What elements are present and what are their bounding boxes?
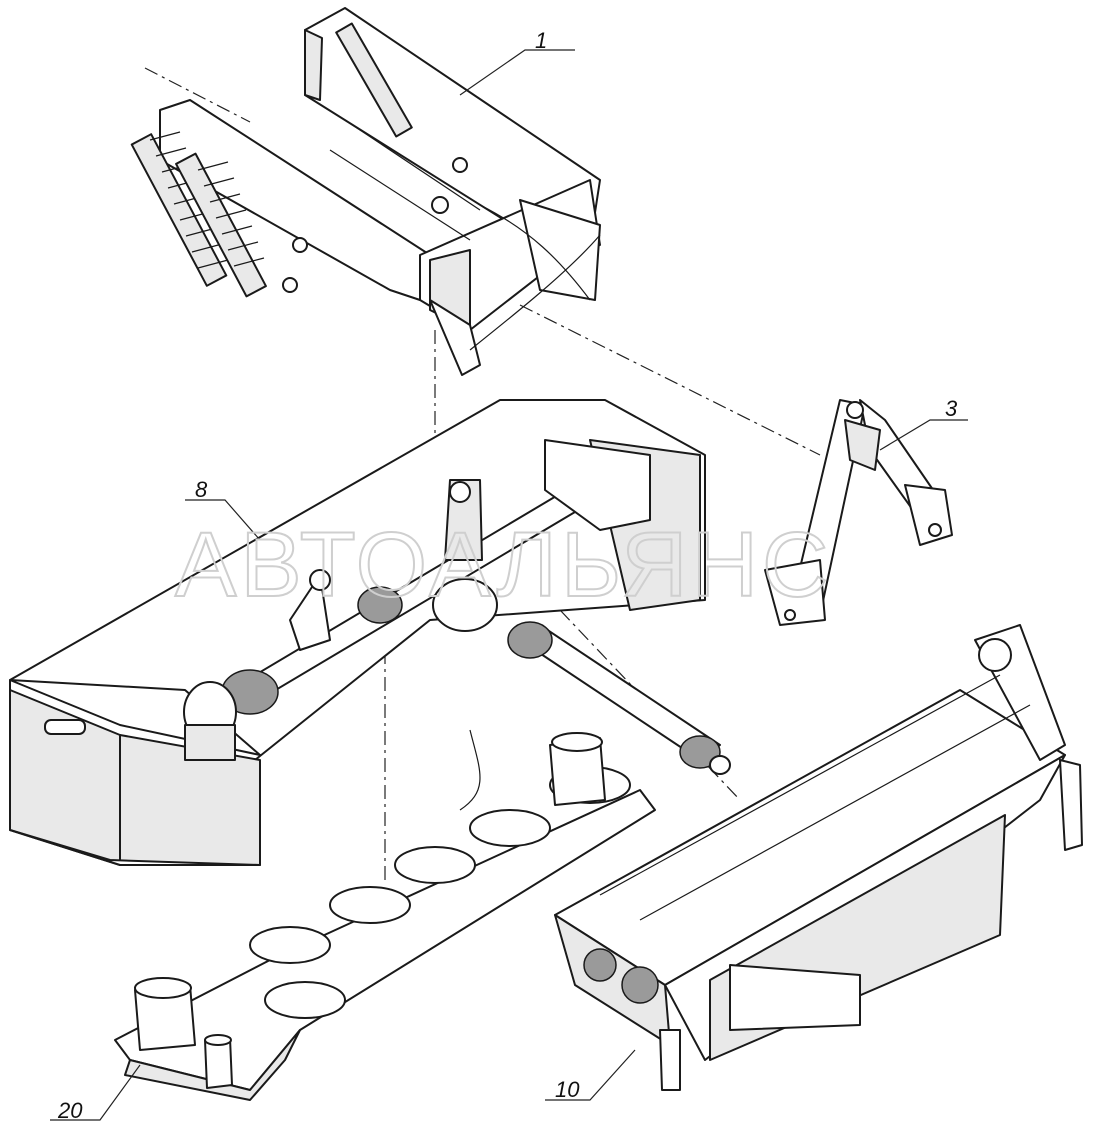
part-20-cutter-bar	[114, 729, 656, 1101]
spring-right	[175, 152, 267, 298]
part-1-mounting-frame	[130, 7, 601, 376]
part-3-hitch	[764, 399, 953, 626]
part-10-protective-cover	[554, 624, 1083, 1091]
callout-leaders	[50, 49, 968, 1121]
callout-10: 10	[555, 1077, 580, 1102]
spring-top	[335, 22, 413, 138]
callout-1: 1	[535, 28, 547, 53]
watermark: АВТОАЛЬЯНС	[175, 514, 833, 616]
callout-20: 20	[57, 1098, 83, 1123]
pto-drive-shaft	[507, 621, 731, 775]
spring-left	[130, 131, 229, 287]
callout-8: 8	[195, 477, 208, 502]
callout-3: 3	[945, 396, 958, 421]
part-8-main-housing	[9, 399, 706, 866]
